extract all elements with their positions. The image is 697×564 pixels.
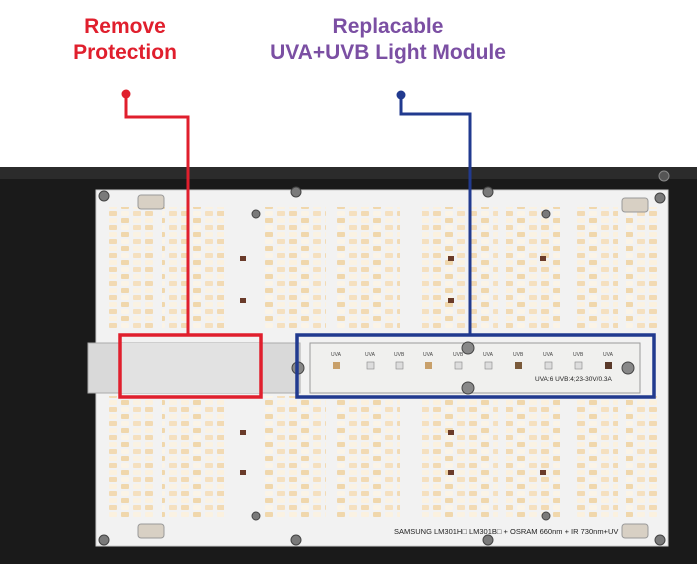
remove-protection-label: Remove Protection [40,14,210,66]
uv-led-label: UVA [423,352,433,358]
uv-led-label: UVB [513,352,524,358]
uv-module-label-line2: UVA+UVB Light Module [270,41,506,64]
board-spec-print: SAMSUNG LM301H□ LM301B□ + OSRAM 660nm + … [394,527,619,536]
remove-protection-label-line1: Remove [84,15,166,38]
uv-module-spec-text: UVA:6 UVB:4;23-30V/0.3A [535,376,612,383]
uv-light-module [309,341,641,395]
uv-led-label: UVB [394,352,405,358]
uv-led-label: UVA [365,352,375,358]
remove-protection-leader [118,89,263,399]
uv-module-label: Replacable UVA+UVB Light Module [228,14,548,66]
uv-led-label: UVB [573,352,584,358]
uv-led-chips [333,361,612,370]
uv-led-label: UVA [483,352,493,358]
uv-led-label: UVB [453,352,464,358]
uv-led-label: UVA [331,352,341,358]
uv-led-label: UVA [603,352,613,358]
remove-protection-label-line2: Protection [73,41,177,64]
uv-module-label-line1: Replacable [332,15,444,38]
protection-cover [87,342,305,394]
uv-led-label: UVA [543,352,553,358]
uv-module-leader [295,90,656,399]
